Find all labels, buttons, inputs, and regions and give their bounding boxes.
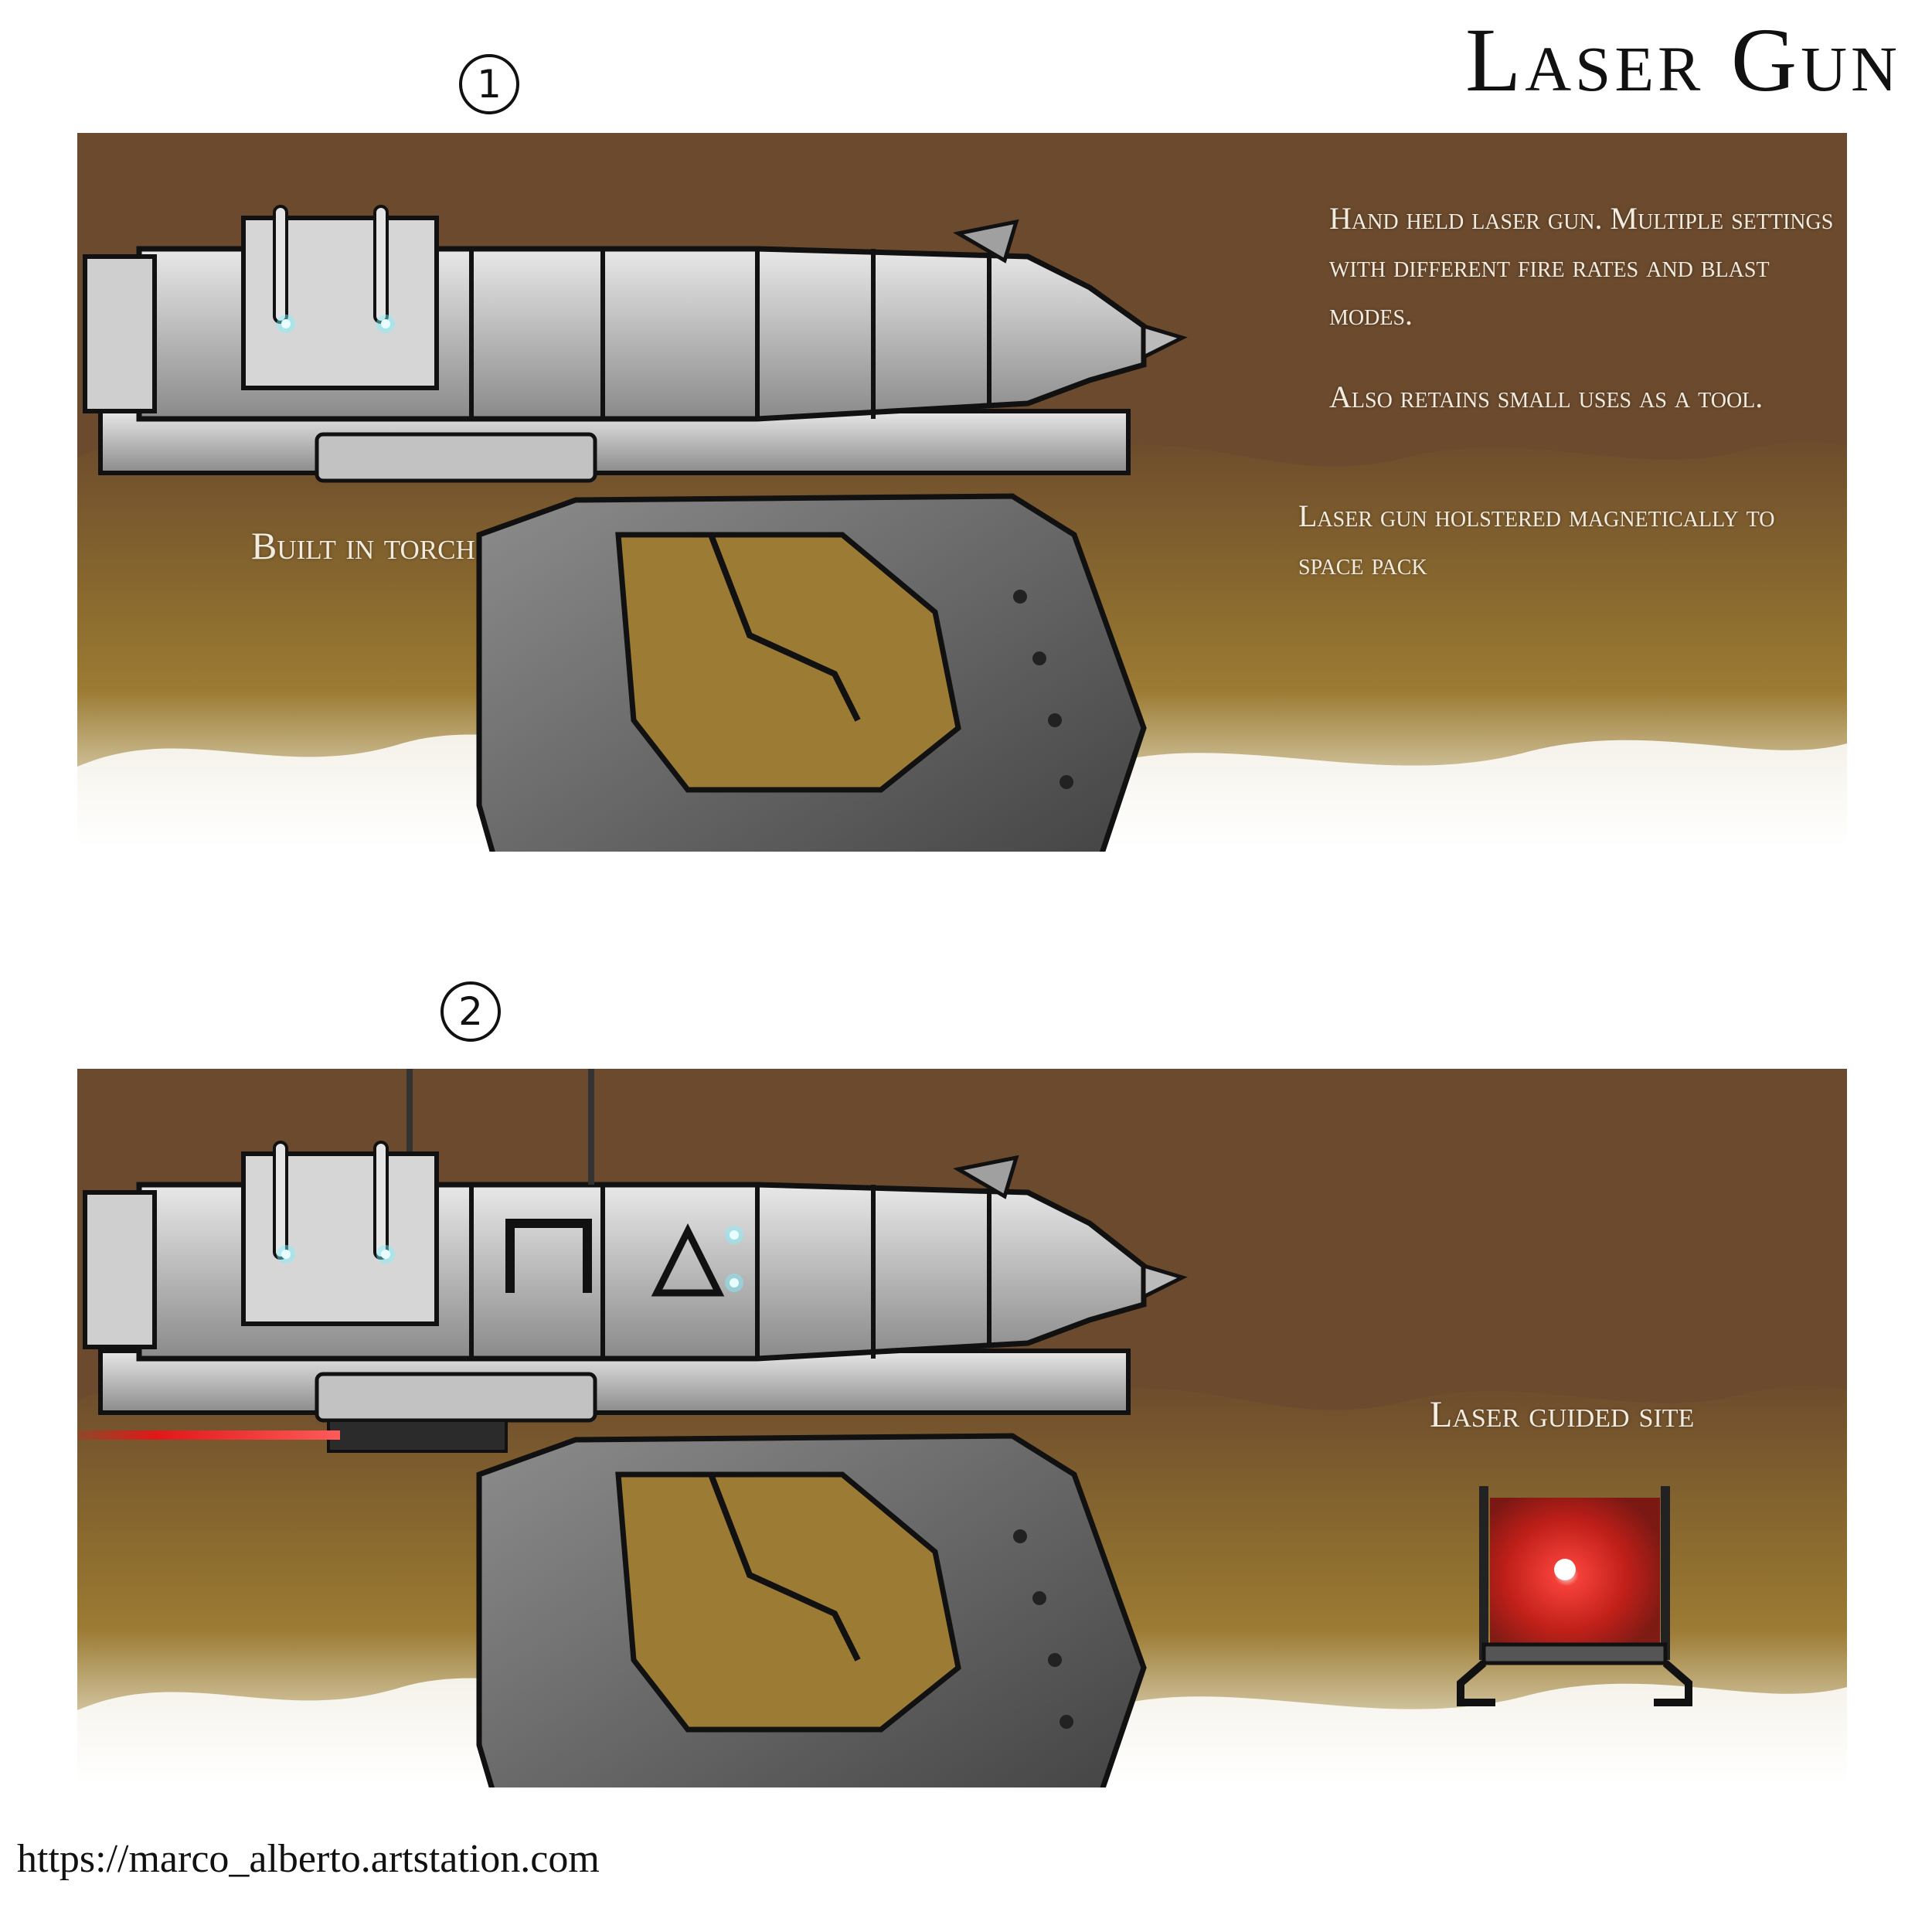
indicator-light-icon (725, 1274, 743, 1292)
concept-panel-2: Laser guided site (77, 1069, 1847, 1787)
laser-gun-drawing (77, 1069, 1188, 1787)
laser-sight-label: Laser guided site (1430, 1394, 1695, 1435)
holster-label: Laser gun holstered magnetically to spac… (1298, 498, 1775, 581)
torch-light-icon (376, 1245, 395, 1264)
torch-label: Built in torch (251, 524, 475, 567)
concept-number-badge: 2 (440, 981, 501, 1042)
concept-number-badge: 1 (459, 54, 519, 114)
laser-sight-icon (1457, 1486, 1692, 1706)
laser-gun-drawing (83, 205, 1188, 852)
torch-light-icon (277, 1245, 295, 1264)
description-text: Also retains small uses as a tool. (1329, 379, 1764, 414)
torch-light-icon (277, 315, 295, 333)
page-title: Laser Gun (1465, 9, 1901, 111)
concept-panel-1: Hand held laser gun. Multiple settings w… (77, 133, 1847, 852)
torch-light-icon (376, 315, 395, 333)
artist-url[interactable]: https://marco_alberto.artstation.com (17, 1837, 600, 1881)
indicator-light-icon (725, 1226, 743, 1244)
description-text: Hand held laser gun. Multiple settings w… (1329, 201, 1834, 332)
